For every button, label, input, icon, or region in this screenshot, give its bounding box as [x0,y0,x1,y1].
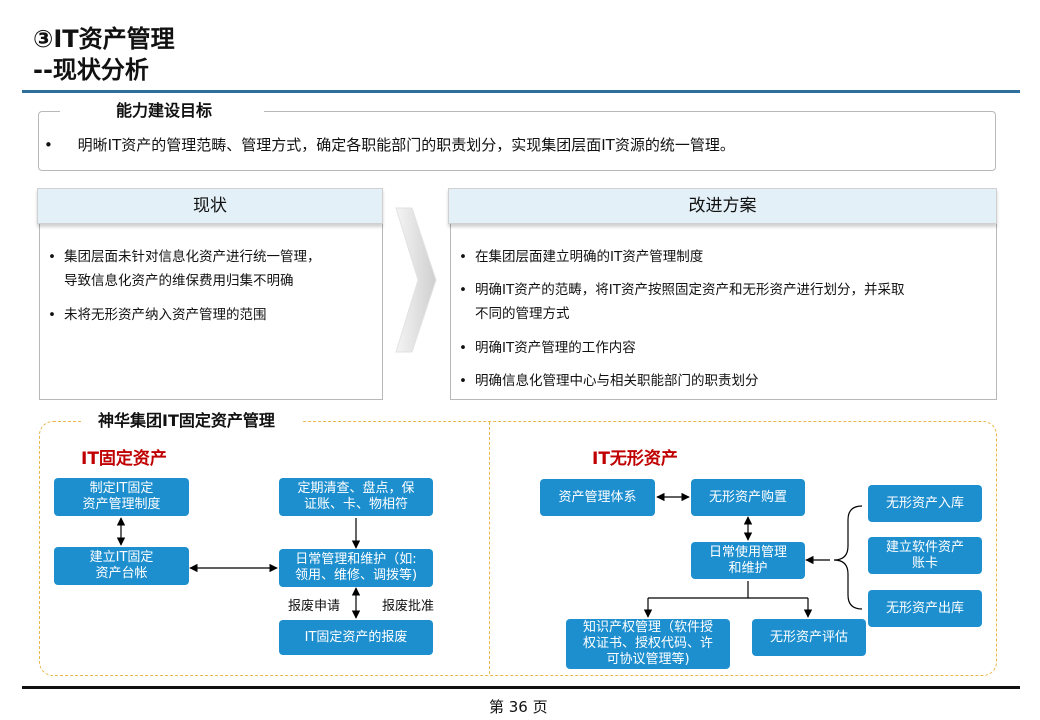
box-intangible-eval: 无形资产评估 [752,619,866,656]
current-heading: 现状 [37,188,383,224]
goal-text: 明晰IT资产的管理范畴、管理方式，确定各职能部门的职责划分，实现集团层面IT资源… [77,136,735,154]
intangible-assets-heading: IT无形资产 [592,449,678,469]
asset-section-title: 神华集团IT固定资产管理 [82,410,303,432]
improve-item-1: •在集团层面建立明确的IT资产管理制度 [459,249,704,265]
page-title: ③IT资产管理 [33,25,175,53]
box-daily-maintenance: 日常管理和维护（如:领用、维修、调拨等) [279,549,433,587]
improve-item-2: •明确IT资产的范畴，将IT资产按照固定资产和无形资产进行划分，并采取 [459,282,905,298]
label-scrap-approve: 报废批准 [382,599,435,614]
box-ip-management: 知识产权管理（软件授权证书、授权代码、许可协议管理等) [566,619,730,669]
title-divider [22,90,1020,93]
box-intangible-out: 无形资产出库 [868,590,982,627]
goal-bullet-text: • 明晰IT资产的管理范畴、管理方式，确定各职能部门的职责划分，实现集团层面IT… [44,135,735,155]
improve-item-4: •明确信息化管理中心与相关职能部门的职责划分 [459,373,759,389]
page-number: 第 36 页 [489,698,548,716]
fixed-assets-heading: IT固定资产 [81,449,167,469]
improve-panel [450,222,997,400]
improve-item-2-cont: 不同的管理方式 [475,306,570,322]
asset-section-divider [489,422,490,674]
box-periodic-inventory: 定期清查、盘点，保证账、卡、物相符 [279,478,433,516]
right-arrow-icon [395,207,437,353]
asset-section-frame [39,421,997,676]
box-intangible-daily: 日常使用管理和维护 [691,542,805,579]
improve-heading: 改进方案 [448,188,997,224]
box-asset-ledger: 建立IT固定资产台帐 [54,547,189,585]
current-item-1-cont: 导致信息化资产的维保费用归集不明确 [64,273,294,289]
current-item-2: •未将无形资产纳入资产管理的范围 [48,307,267,323]
page-subtitle: --现状分析 [33,56,149,84]
current-item-1: •集团层面未针对信息化资产进行统一管理， [48,249,321,265]
label-scrap-apply: 报废申请 [288,599,341,614]
box-intangible-purchase: 无形资产购置 [691,479,805,516]
footer-divider [22,686,1020,689]
box-management-system: 资产管理体系 [540,479,655,516]
bullet-dot: • [44,136,53,154]
box-software-card: 建立软件资产账卡 [868,537,982,574]
box-asset-policy: 制定IT固定资产管理制度 [54,478,189,516]
improve-item-3: •明确IT资产管理的工作内容 [459,340,636,356]
box-asset-scrap: IT固定资产的报废 [279,620,433,655]
goal-heading: 能力建设目标 [60,100,265,122]
current-panel [39,222,383,400]
box-intangible-in: 无形资产入库 [868,485,982,522]
